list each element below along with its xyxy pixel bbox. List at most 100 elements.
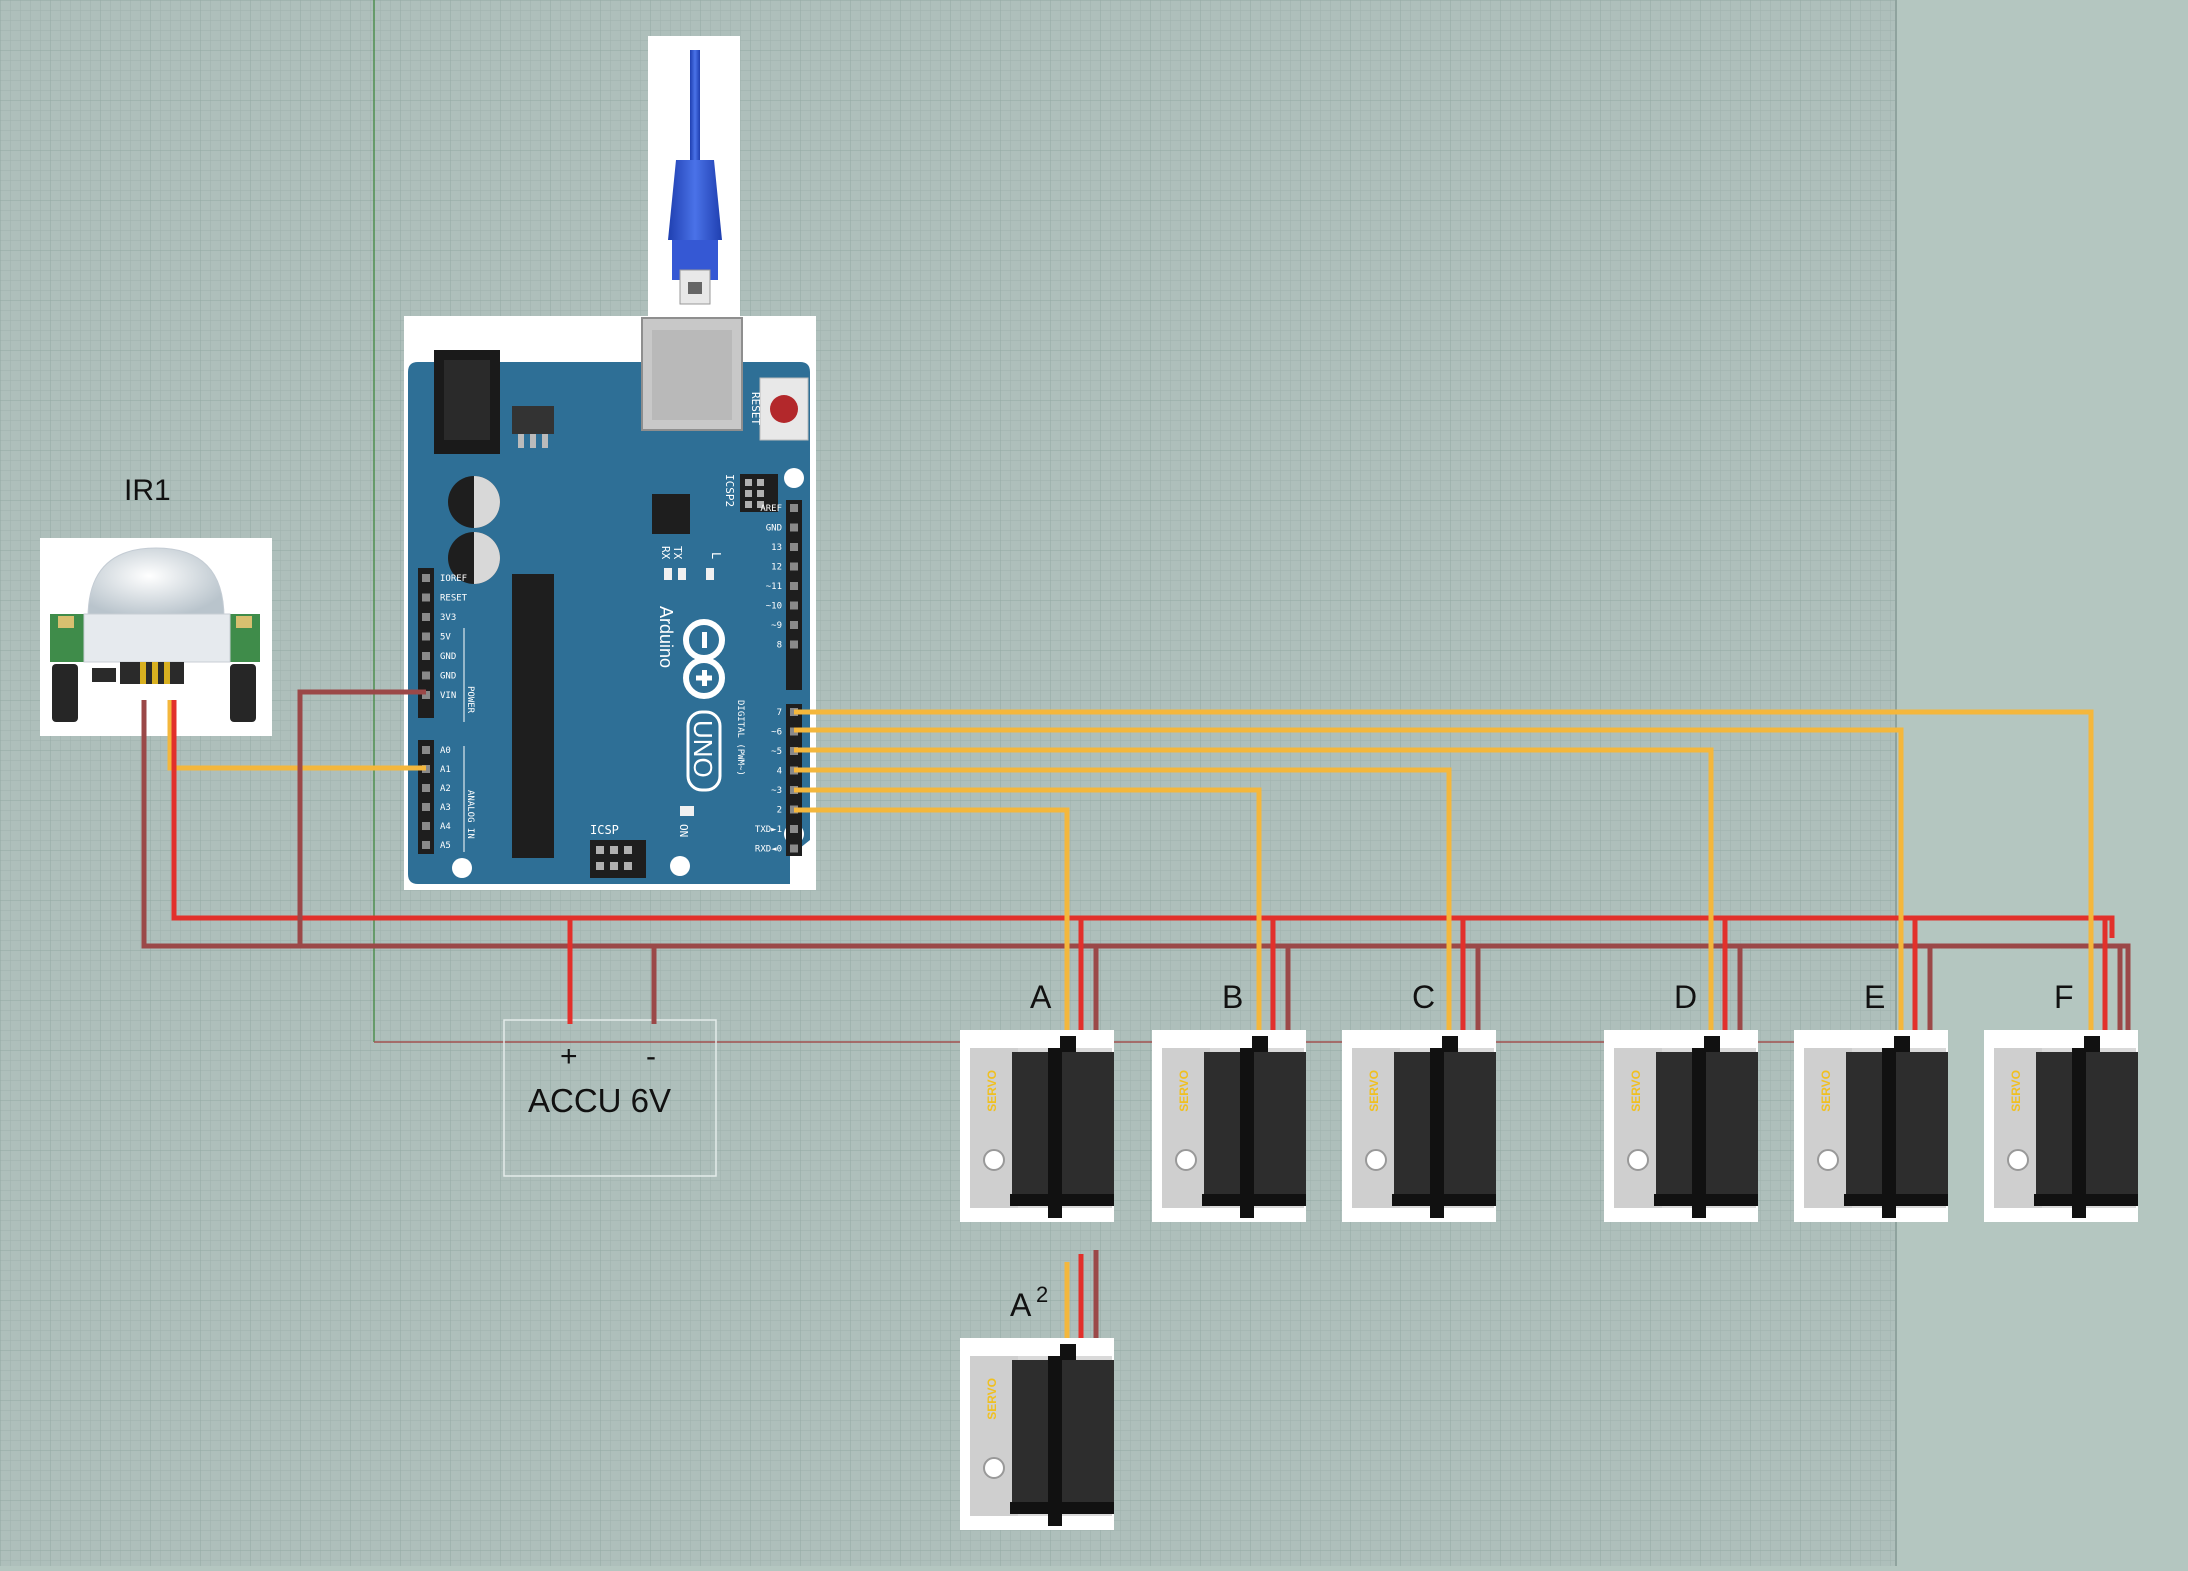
icsp-label: ICSP	[590, 823, 619, 837]
arduino-uno[interactable]: RESET ICSP2 TX RX L Arduino	[404, 316, 816, 890]
digital-header-pin[interactable]	[790, 523, 798, 532]
digital-header-pin[interactable]	[790, 543, 798, 551]
servo-a2[interactable]: SERVO	[960, 1338, 1114, 1530]
arduino-logo	[683, 619, 725, 699]
servo-label: F	[2054, 979, 2074, 1015]
servo-label: B	[1222, 979, 1243, 1015]
digital-header-pin-label: ~6	[771, 728, 782, 738]
power-header-pin-label: 5V	[440, 633, 451, 643]
digital-header-pin[interactable]	[790, 562, 798, 571]
digital-header-pin-label: RXD◄0	[755, 845, 782, 855]
servo-text: SERVO	[985, 1070, 999, 1112]
servo-text: SERVO	[1177, 1070, 1191, 1112]
power-header-pin-label: GND	[440, 672, 456, 682]
wire-sensor-signal[interactable]	[167, 700, 426, 771]
power-header-pin[interactable]	[422, 574, 430, 582]
power-header-pin[interactable]	[422, 593, 430, 602]
digital-header-pin-label: 7	[777, 708, 782, 718]
power-header-pin-label: RESET	[440, 594, 468, 604]
power-header-pin[interactable]	[422, 613, 430, 621]
digital-header-pin[interactable]	[790, 844, 798, 853]
servo-text: SERVO	[1819, 1070, 1833, 1112]
wire-signal-servo-c[interactable]	[794, 767, 1452, 1040]
servo-b[interactable]: SERVO	[1152, 1030, 1306, 1222]
digital-header-pin-label: ~9	[771, 621, 782, 631]
wire-gnd-bus[interactable]	[141, 700, 2131, 1040]
power-header-pin[interactable]	[422, 632, 430, 641]
digital-header-pin-label: 13	[771, 543, 782, 553]
wire-signal-servo-a[interactable]	[794, 807, 1070, 1040]
digital-header-pin-label: GND	[766, 524, 782, 534]
servo-a[interactable]: SERVO	[960, 1030, 1114, 1222]
analog-header-pin[interactable]	[422, 841, 430, 849]
ir-sensor-label: IR1	[124, 474, 171, 507]
wire-arduino-gnd[interactable]	[297, 689, 426, 946]
reset-label: RESET	[749, 392, 762, 425]
on-label: ON	[677, 824, 690, 837]
servo-body	[1846, 1052, 1948, 1200]
digital-header-pin-label: ~11	[766, 582, 782, 592]
digital-header-pin-label: ~3	[771, 786, 782, 796]
digital-header-pin-label: 2	[777, 806, 782, 816]
wire-vcc-bus[interactable]	[171, 700, 2115, 938]
analog-header-pin-label: A2	[440, 784, 451, 794]
digital-header-pin-label: 12	[771, 563, 782, 573]
digital-header-pin[interactable]	[790, 601, 798, 610]
digital-header-pin[interactable]	[790, 621, 798, 629]
battery-plus: +	[560, 1040, 578, 1073]
wire-signal-servo-d[interactable]	[794, 747, 1714, 1040]
servo-text: SERVO	[1629, 1070, 1643, 1112]
usb-cable[interactable]	[648, 36, 740, 316]
servo-body	[1656, 1052, 1758, 1200]
servo-body	[1394, 1052, 1496, 1200]
analog-section-label: ANALOG IN	[465, 790, 475, 839]
wire-signal-servo-b[interactable]	[794, 787, 1262, 1040]
arduino-brand: Arduino	[656, 606, 676, 668]
ir-sensor[interactable]: IR1	[40, 474, 272, 736]
digital-header-pin-label: 4	[777, 767, 782, 777]
digital-header-pin-label: TXD►1	[755, 825, 782, 835]
power-header-pin[interactable]	[422, 652, 430, 660]
digital-header-pin[interactable]	[790, 825, 798, 833]
battery-minus: -	[646, 1040, 656, 1073]
servo-body	[1012, 1360, 1114, 1508]
power-header-pin-label: IOREF	[440, 574, 467, 584]
servo-label: A	[1030, 979, 1052, 1015]
power-header-pin[interactable]	[422, 691, 430, 699]
servo-label: C	[1412, 979, 1435, 1015]
servo-label: E	[1864, 979, 1885, 1015]
analog-header-pin[interactable]	[422, 822, 430, 830]
analog-header-pin-label: A5	[440, 841, 451, 851]
servo-c[interactable]: SERVO	[1342, 1030, 1496, 1222]
uno-badge: UNO	[686, 710, 722, 792]
wire-signal-servo-f[interactable]	[794, 709, 2094, 1040]
grid	[0, 0, 1896, 1566]
wire-signal-servo-e[interactable]	[794, 727, 1904, 1040]
servo-text: SERVO	[1367, 1070, 1381, 1112]
servo-label-superscript: 2	[1036, 1282, 1048, 1307]
digital-header-pin[interactable]	[790, 582, 798, 590]
l-label: L	[709, 552, 723, 559]
power-header-pin-label: GND	[440, 652, 456, 662]
analog-header-pin[interactable]	[422, 746, 430, 754]
servo-label: A	[1010, 1287, 1032, 1323]
servo-f[interactable]: SERVO	[1984, 1030, 2138, 1222]
servo-d[interactable]: SERVO	[1604, 1030, 1758, 1222]
servo-body	[1012, 1052, 1114, 1200]
power-header-pin[interactable]	[422, 671, 430, 680]
analog-header-pin[interactable]	[422, 784, 430, 792]
power-section-label: POWER	[465, 686, 475, 714]
servo-text: SERVO	[985, 1378, 999, 1420]
analog-header-pin-label: A3	[440, 803, 451, 813]
servo-label: D	[1674, 979, 1697, 1015]
analog-header-pin-label: A0	[440, 746, 451, 756]
analog-header-pin-label: A1	[440, 765, 451, 775]
analog-header-pin[interactable]	[422, 803, 430, 811]
digital-header-pin-label: ~10	[766, 602, 782, 612]
servo-e[interactable]: SERVO	[1794, 1030, 1948, 1222]
digital-header-pin[interactable]	[790, 504, 798, 512]
digital-header-pin[interactable]	[790, 640, 798, 649]
battery-accu[interactable]: + - ACCU 6V	[503, 1019, 717, 1177]
digital-section-label: DIGITAL (PWM~)	[735, 700, 745, 776]
